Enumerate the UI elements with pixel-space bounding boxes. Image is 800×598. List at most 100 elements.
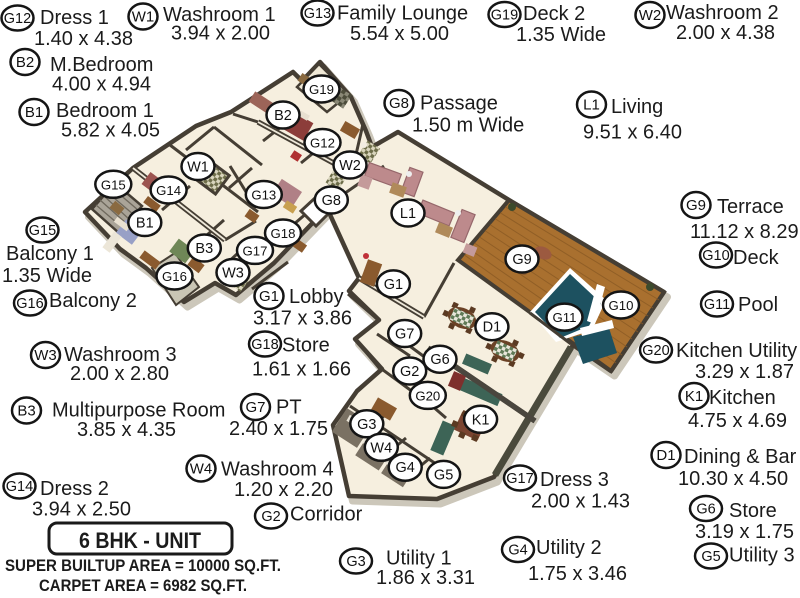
- svg-text:G6: G6: [430, 352, 449, 368]
- svg-text:Terrace: Terrace: [717, 196, 784, 218]
- svg-text:Washroom 2: Washroom 2: [666, 2, 779, 24]
- svg-text:Multipurpose Room: Multipurpose Room: [52, 400, 225, 422]
- svg-text:G12: G12: [4, 11, 31, 27]
- svg-text:W1: W1: [132, 9, 155, 26]
- svg-text:G13: G13: [304, 6, 331, 22]
- svg-text:3.94 x 2.00: 3.94 x 2.00: [171, 23, 270, 45]
- svg-text:B1: B1: [136, 216, 154, 232]
- svg-text:1.50 m Wide: 1.50 m Wide: [412, 115, 524, 137]
- svg-text:2.00 x 1.43: 2.00 x 1.43: [531, 491, 630, 513]
- svg-text:1.35 Wide: 1.35 Wide: [2, 265, 92, 287]
- svg-text:1.75 x 3.46: 1.75 x 3.46: [528, 563, 627, 585]
- svg-text:5.54 x 5.00: 5.54 x 5.00: [350, 23, 449, 45]
- svg-text:Dress 1: Dress 1: [40, 7, 109, 29]
- svg-text:Dress 2: Dress 2: [40, 478, 109, 500]
- svg-text:G2: G2: [261, 509, 280, 525]
- svg-text:3.85 x 4.35: 3.85 x 4.35: [77, 419, 176, 441]
- svg-text:11.12 x 8.29: 11.12 x 8.29: [690, 221, 799, 243]
- svg-text:Store: Store: [282, 335, 330, 357]
- svg-text:G11: G11: [553, 310, 577, 325]
- svg-text:G19: G19: [309, 82, 334, 97]
- svg-text:Corridor: Corridor: [290, 504, 363, 526]
- svg-text:Deck 2: Deck 2: [523, 3, 585, 25]
- svg-text:Dining & Bar: Dining & Bar: [684, 446, 797, 468]
- svg-text:1.86 x 3.31: 1.86 x 3.31: [376, 567, 475, 589]
- svg-text:G7: G7: [395, 327, 414, 343]
- svg-text:G9: G9: [512, 252, 531, 268]
- svg-text:K1: K1: [472, 412, 490, 428]
- svg-text:Balcony 2: Balcony 2: [49, 290, 137, 312]
- svg-text:B2: B2: [274, 108, 292, 124]
- svg-text:3.17 x 3.86: 3.17 x 3.86: [253, 308, 352, 330]
- svg-text:W4: W4: [190, 461, 213, 478]
- svg-text:G20: G20: [642, 343, 669, 359]
- svg-text:Washroom 3: Washroom 3: [64, 344, 177, 366]
- svg-text:L1: L1: [583, 97, 600, 114]
- svg-text:Passage: Passage: [420, 93, 498, 115]
- svg-text:W1: W1: [187, 160, 209, 176]
- svg-text:Utility 2: Utility 2: [536, 537, 602, 559]
- svg-text:1.35 Wide: 1.35 Wide: [516, 24, 606, 46]
- svg-text:W4: W4: [370, 440, 392, 456]
- svg-text:2.00 x 4.38: 2.00 x 4.38: [676, 22, 775, 44]
- svg-text:B3: B3: [17, 403, 35, 420]
- svg-text:G8: G8: [322, 193, 341, 209]
- svg-text:W2: W2: [339, 158, 361, 174]
- svg-text:B3: B3: [195, 241, 213, 257]
- svg-text:G4: G4: [396, 460, 415, 476]
- svg-text:G1: G1: [384, 277, 403, 293]
- svg-text:Utility 3: Utility 3: [729, 545, 795, 567]
- svg-text:G4: G4: [508, 543, 527, 559]
- svg-text:3.94 x 2.50: 3.94 x 2.50: [32, 499, 131, 521]
- svg-text:Deck: Deck: [733, 247, 780, 269]
- svg-text:G18: G18: [271, 226, 296, 241]
- svg-text:G20: G20: [415, 388, 440, 403]
- svg-text:2.00 x 2.80: 2.00 x 2.80: [70, 363, 169, 385]
- svg-text:G10: G10: [609, 298, 634, 313]
- svg-text:G5: G5: [701, 549, 720, 565]
- svg-text:Kitchen: Kitchen: [709, 387, 776, 409]
- svg-text:9.51 x 6.40: 9.51 x 6.40: [583, 122, 682, 144]
- svg-text:Balcony 1: Balcony 1: [6, 243, 94, 265]
- svg-text:6 BHK - UNIT: 6 BHK - UNIT: [79, 528, 201, 553]
- svg-text:G15: G15: [101, 177, 126, 192]
- svg-text:SUPER BUILTUP AREA = 10000 SQ.: SUPER BUILTUP AREA = 10000 SQ.FT.: [5, 557, 281, 575]
- svg-text:Living: Living: [611, 96, 663, 118]
- svg-text:K1: K1: [685, 388, 703, 405]
- svg-text:G1: G1: [259, 288, 279, 305]
- svg-text:Washroom 1: Washroom 1: [163, 4, 276, 26]
- svg-text:Washroom 4: Washroom 4: [221, 459, 334, 481]
- svg-text:G5: G5: [434, 467, 453, 483]
- svg-text:B2: B2: [16, 54, 34, 71]
- svg-text:Dress 3: Dress 3: [540, 469, 609, 491]
- svg-text:G11: G11: [704, 297, 730, 313]
- svg-text:G8: G8: [389, 95, 409, 112]
- svg-text:PT: PT: [276, 397, 302, 419]
- svg-text:4.00 x 4.94: 4.00 x 4.94: [52, 74, 151, 96]
- svg-text:G15: G15: [29, 223, 56, 239]
- svg-text:G7: G7: [245, 399, 265, 416]
- svg-text:Utility 1: Utility 1: [386, 548, 452, 570]
- svg-text:Lobby: Lobby: [289, 286, 344, 308]
- svg-text:2.40 x 1.75: 2.40 x 1.75: [229, 418, 328, 440]
- svg-text:G17: G17: [506, 471, 533, 487]
- svg-text:G18: G18: [251, 337, 278, 353]
- svg-text:G16: G16: [162, 269, 187, 284]
- svg-text:G6: G6: [696, 502, 715, 518]
- svg-text:G9: G9: [686, 197, 706, 214]
- svg-text:Bedroom 1: Bedroom 1: [56, 100, 154, 122]
- svg-text:10.30 x 4.50: 10.30 x 4.50: [678, 468, 788, 490]
- svg-text:Kitchen Utility: Kitchen Utility: [676, 340, 797, 362]
- svg-text:4.75 x 4.69: 4.75 x 4.69: [688, 410, 787, 432]
- svg-text:W3: W3: [222, 266, 244, 282]
- svg-text:1.61 x 1.66: 1.61 x 1.66: [252, 359, 351, 381]
- svg-text:CARPET AREA = 6982 SQ.FT.: CARPET AREA = 6982 SQ.FT.: [39, 577, 247, 595]
- svg-text:3.29 x 1.87: 3.29 x 1.87: [695, 361, 794, 383]
- svg-text:Pool: Pool: [738, 294, 778, 316]
- svg-text:G16: G16: [16, 296, 43, 312]
- svg-text:G17: G17: [243, 243, 268, 258]
- svg-text:B1: B1: [25, 104, 43, 121]
- svg-text:G3: G3: [346, 554, 365, 570]
- svg-text:G19: G19: [491, 8, 518, 24]
- svg-text:G14: G14: [6, 479, 33, 495]
